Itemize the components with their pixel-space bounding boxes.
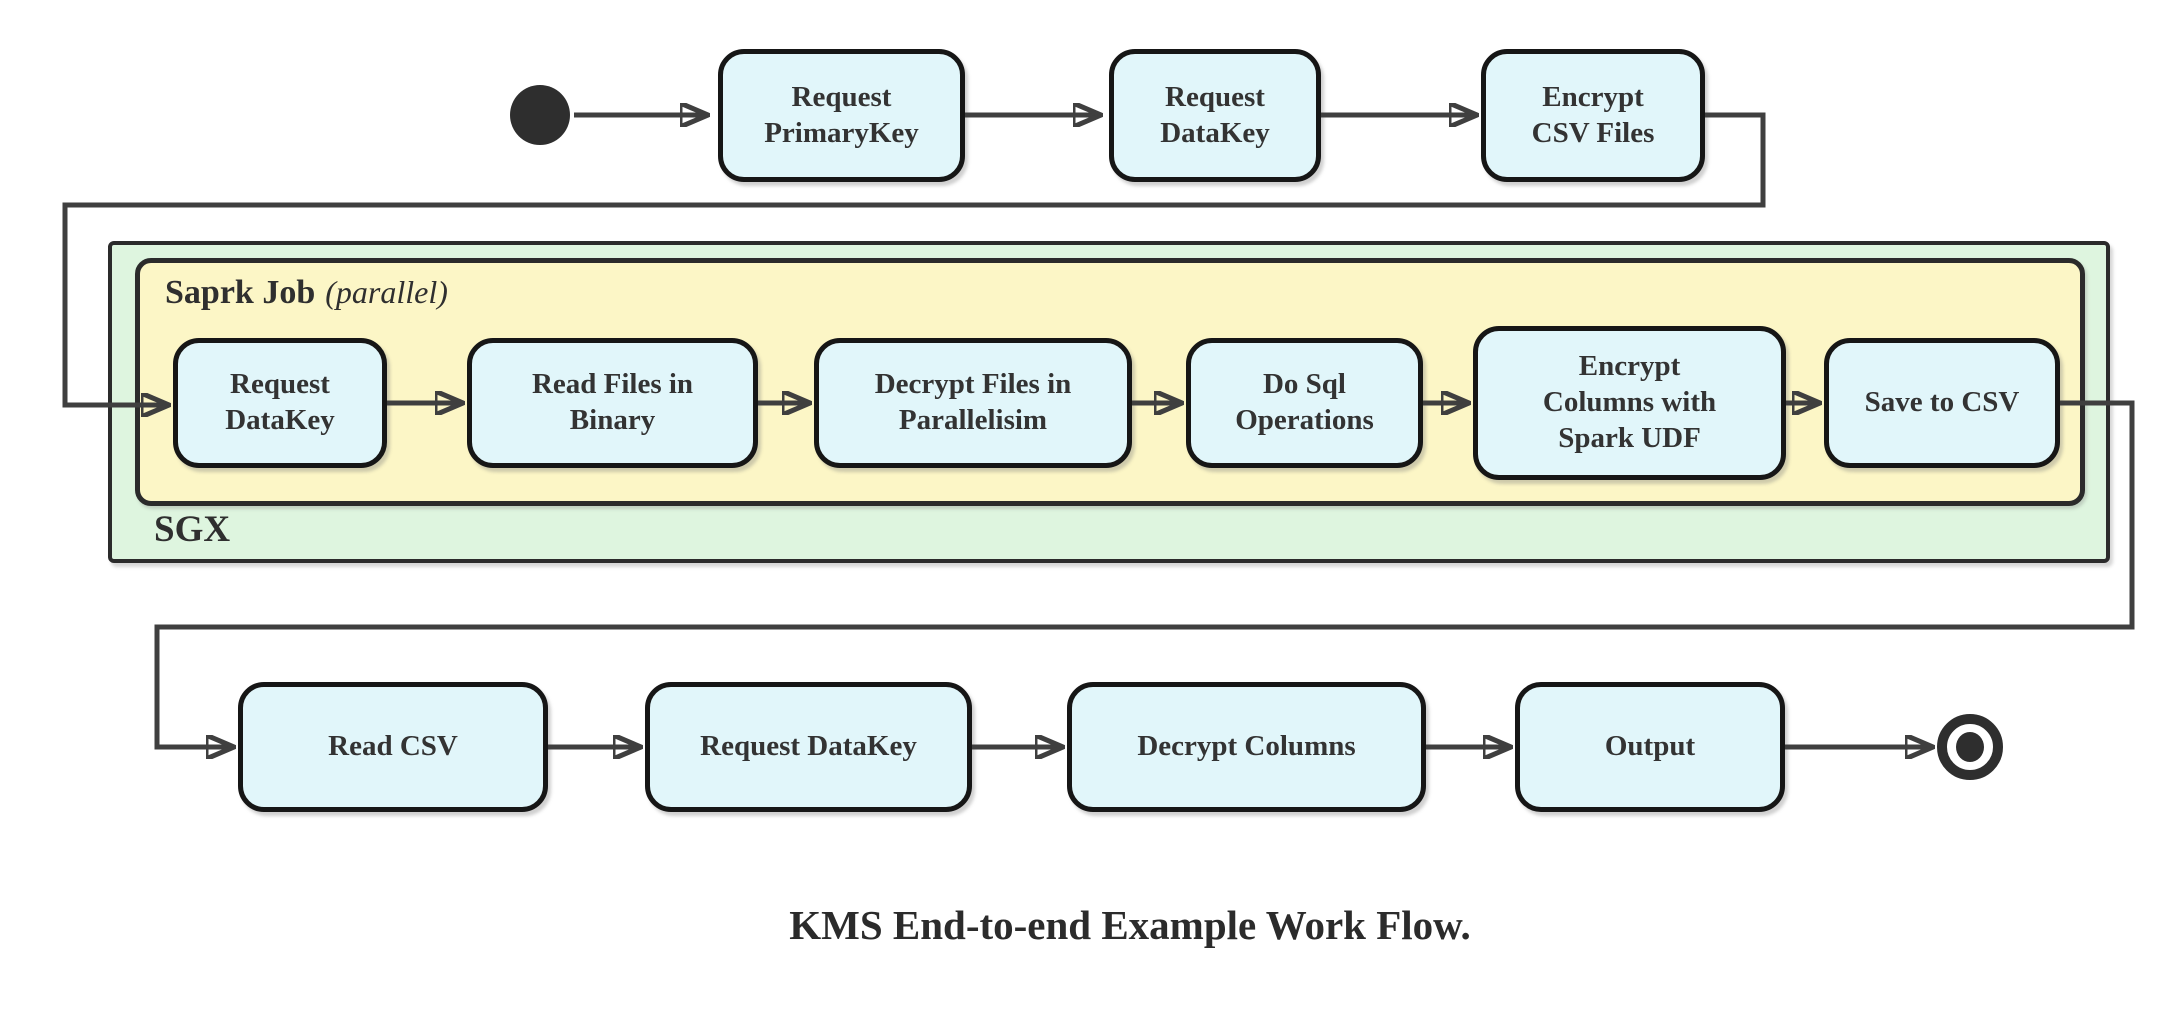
activity-label: Request DataKey (225, 368, 335, 436)
activity-label: Read Files in Binary (531, 368, 694, 436)
activity-do-sql-operations: Do Sql Operations (1186, 338, 1423, 468)
activity-label: Save to CSV (1864, 386, 2020, 419)
activity-label: Encrypt CSV Files (1531, 80, 1655, 149)
final-state-node (1937, 714, 2003, 780)
activity-label: Request DataKey (700, 730, 917, 763)
activity-label: Decrypt Files in Parallelisim (874, 368, 1072, 436)
spark-job-title: Saprk Job (165, 274, 316, 311)
spark-job-label: Saprk Job(parallel) (165, 274, 448, 312)
activity-label: Request DataKey (1160, 80, 1270, 149)
activity-decrypt-columns: Decrypt Columns (1067, 682, 1426, 812)
activity-save-to-csv: Save to CSV (1824, 338, 2060, 468)
activity-request-primarykey: Request PrimaryKey (718, 49, 965, 182)
activity-decrypt-files-in-parallelisim: Decrypt Files in Parallelisim (814, 338, 1132, 468)
activity-request-datakey-spark: Request DataKey (173, 338, 387, 468)
initial-state-node (510, 85, 570, 145)
final-state-dot (1956, 732, 1984, 762)
activity-request-datakey-top: Request DataKey (1109, 49, 1321, 182)
activity-label: Read CSV (328, 730, 458, 763)
activity-label: Request PrimaryKey (764, 80, 919, 149)
activity-label: Decrypt Columns (1137, 730, 1356, 763)
activity-request-datakey-bottom: Request DataKey (645, 682, 972, 812)
sgx-label: SGX (154, 509, 231, 550)
activity-label: Output (1604, 730, 1696, 763)
activity-encrypt-columns-with-spark-udf: Encrypt Columns with Spark UDF (1473, 326, 1786, 480)
activity-label: Do Sql Operations (1235, 368, 1374, 436)
activity-output: Output (1515, 682, 1785, 812)
activity-label: Encrypt Columns with Spark UDF (1542, 350, 1717, 454)
spark-job-qualifier: (parallel) (325, 274, 448, 310)
activity-read-csv: Read CSV (238, 682, 548, 812)
activity-read-files-in-binary: Read Files in Binary (467, 338, 758, 468)
diagram-caption: KMS End-to-end Example Work Flow. (789, 902, 1471, 948)
activity-encrypt-csv-files: Encrypt CSV Files (1481, 49, 1705, 182)
